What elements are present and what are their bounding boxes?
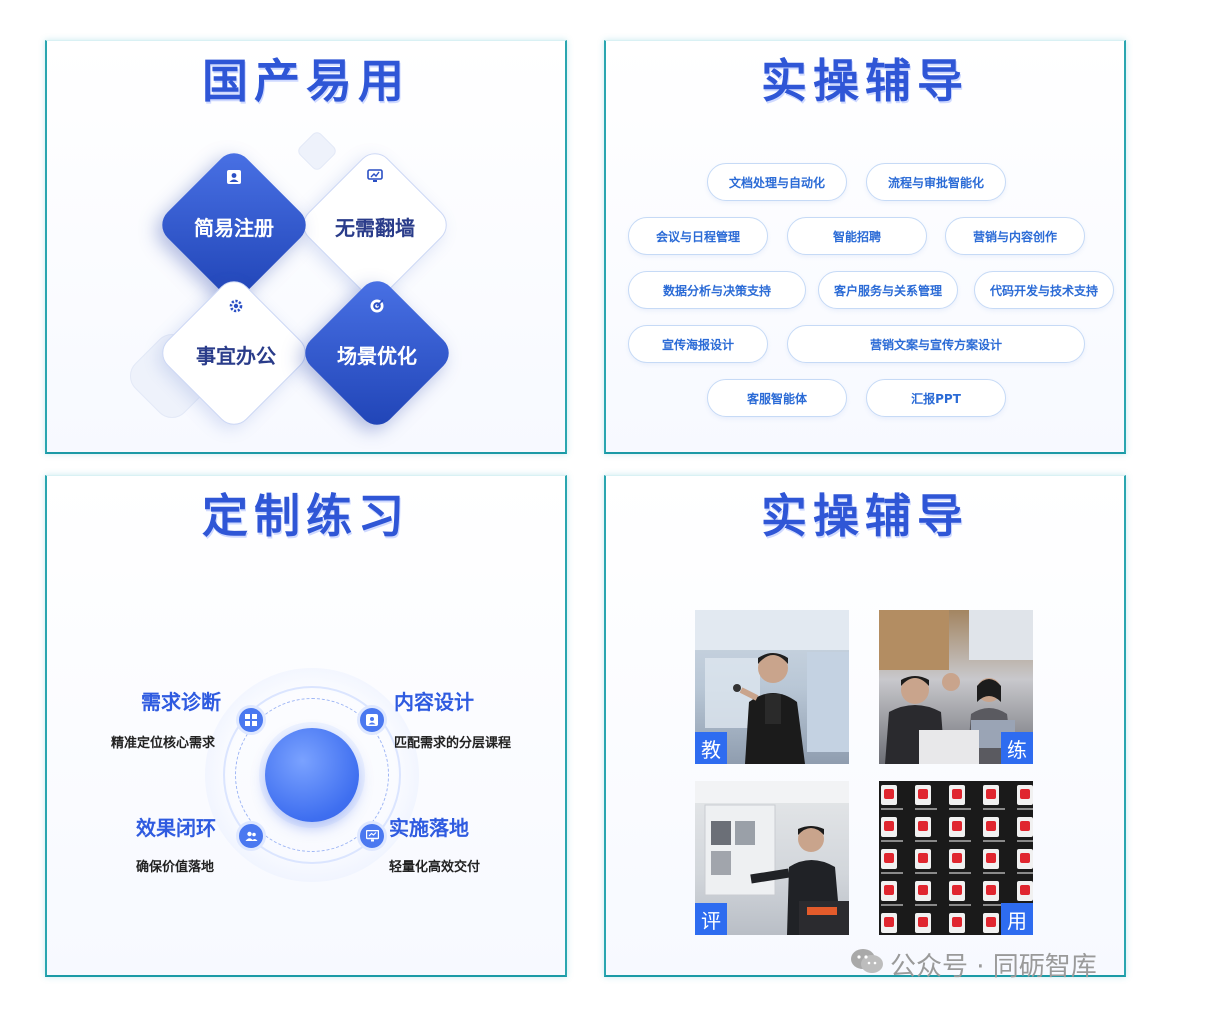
watermark-text: 公众号 · 同砺智库 (890, 952, 1097, 982)
cycle-ring-inner (235, 698, 389, 852)
photo-review: 评 (695, 781, 849, 935)
target-icon (307, 298, 447, 318)
tag-pill: 营销文案与宣传方案设计 (787, 325, 1085, 363)
user-card-icon (357, 705, 387, 735)
pdf-file-icon (949, 817, 971, 842)
pdf-file-icon (983, 849, 1005, 874)
tag-pill: 文档处理与自动化 (707, 163, 847, 201)
pdf-file-icon (949, 785, 971, 810)
gear-icon (166, 298, 306, 318)
pdf-file-icon (915, 785, 937, 810)
pdf-file-icon (881, 913, 897, 933)
center-orb (265, 728, 359, 822)
diamond-label: 无需翻墙 (335, 216, 415, 240)
people-icon (236, 821, 266, 851)
step-subtitle: 确保价值落地 (136, 860, 215, 875)
step-title: 实施落地 (389, 816, 469, 840)
diamond-label: 场景优化 (337, 344, 417, 368)
step-title: 效果闭环 (136, 816, 216, 840)
cycle-ring (223, 686, 401, 864)
pdf-file-icon (915, 849, 937, 874)
panel-practice-photos: 实操辅导 教 练 (604, 475, 1126, 977)
pdf-file-icon (881, 785, 903, 810)
panel-title: 实操辅导 (761, 54, 969, 108)
tag-pill: 流程与审批智能化 (866, 163, 1006, 201)
tag-pill: 会议与日程管理 (628, 217, 768, 255)
panel-easy-to-use: 国产易用 无需翻墙 简易注册 事宜办公 场景优化 (45, 40, 567, 454)
pdf-file-icon (1017, 817, 1033, 842)
diamond-label: 事宜办公 (196, 344, 276, 368)
photo-tag: 教 (695, 732, 727, 764)
pdf-file-icon (949, 849, 971, 874)
pdf-file-icon (983, 881, 1005, 906)
pdf-file-icon (983, 785, 1005, 810)
pdf-file-icon (983, 913, 999, 933)
tag-pill: 代码开发与技术支持 (974, 271, 1114, 309)
decor-diamond (295, 129, 339, 173)
pdf-file-icon (1017, 785, 1033, 810)
pdf-file-icon (915, 817, 937, 842)
tag-pill: 宣传海报设计 (628, 325, 768, 363)
tag-pill: 数据分析与决策支持 (628, 271, 806, 309)
step-subtitle: 精准定位核心需求 (111, 736, 216, 751)
photo-tag: 评 (695, 903, 727, 935)
photo-teaching: 教 (695, 610, 849, 764)
pdf-file-icon (915, 881, 937, 906)
panel-title: 国产易用 (202, 54, 410, 108)
watermark: 公众号 · 同砺智库 (850, 946, 1097, 983)
grid-icon (236, 705, 266, 735)
photo-practice: 练 (879, 610, 1033, 764)
photo-tag: 练 (1001, 732, 1033, 764)
pdf-file-icon (881, 849, 903, 874)
tag-pill: 客服智能体 (707, 379, 847, 417)
panel-title: 实操辅导 (761, 489, 969, 543)
pdf-file-icon (881, 817, 903, 842)
tag-pill: 客户服务与关系管理 (818, 271, 958, 309)
monitor-chart-icon (305, 169, 445, 187)
step-title: 需求诊断 (141, 690, 221, 714)
panel-custom-practice: 定制练习 需求诊断 精准定位核心需求 内容设计 匹配需求的分层课程 实施落地 轻… (45, 475, 567, 977)
pdf-file-icon (915, 913, 931, 933)
monitor-chart-icon (357, 821, 387, 851)
pdf-file-icon (949, 881, 971, 906)
wechat-icon (850, 947, 884, 982)
pdf-file-icon (881, 881, 903, 906)
step-subtitle: 轻量化高效交付 (389, 860, 481, 875)
pdf-file-icon (949, 913, 965, 933)
diamond-label: 简易注册 (194, 216, 274, 240)
tag-pill: 汇报PPT (866, 379, 1006, 417)
tag-pill: 营销与内容创作 (945, 217, 1085, 255)
step-subtitle: 匹配需求的分层课程 (394, 736, 512, 751)
step-title: 内容设计 (394, 690, 474, 714)
tag-pill: 智能招聘 (787, 217, 927, 255)
user-card-icon (164, 169, 304, 189)
panel-practice-tags: 实操辅导 文档处理与自动化 流程与审批智能化 会议与日程管理 智能招聘 营销与内… (604, 40, 1126, 454)
photo-application: 用 (879, 781, 1033, 935)
panel-title: 定制练习 (202, 489, 410, 543)
pdf-file-icon (1017, 849, 1033, 874)
pdf-file-icon (983, 817, 1005, 842)
photo-tag: 用 (1001, 903, 1033, 935)
